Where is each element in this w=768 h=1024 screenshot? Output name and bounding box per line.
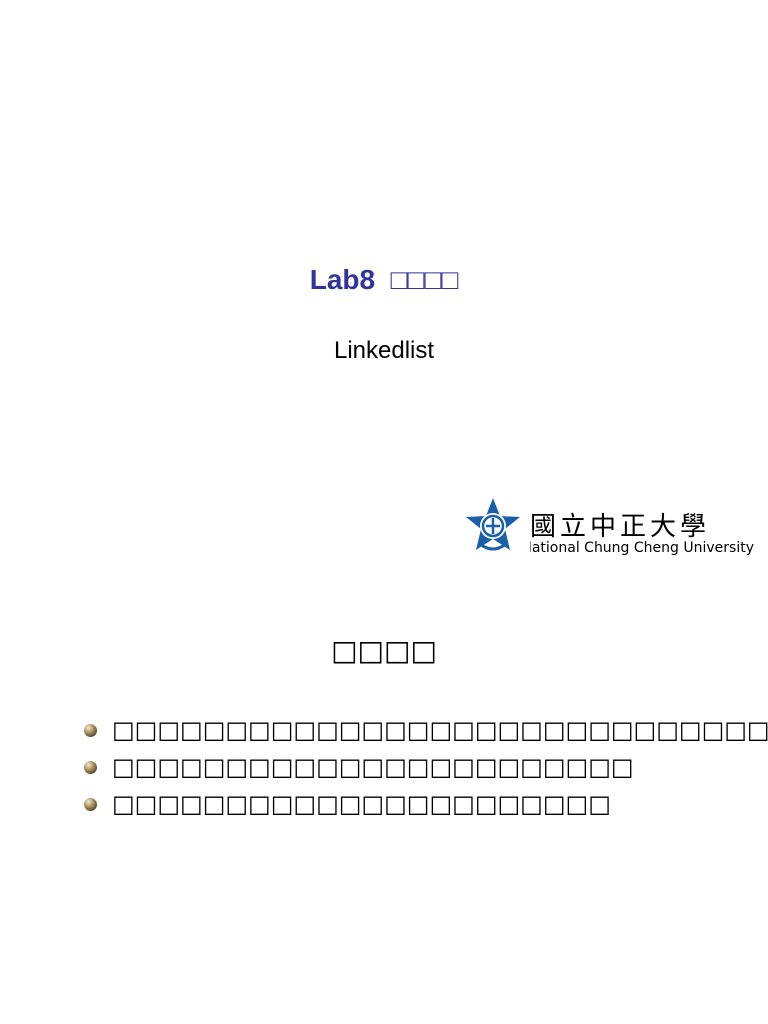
bullet-text: □□□□□□□□□□□□□□□□□□□□□□□ xyxy=(112,753,634,781)
bullet-icon xyxy=(84,724,97,737)
bullet-list: □□□□□□□□□□□□□□□□□□□□□□□□□□□□□□ □□□□□□□□□… xyxy=(82,712,768,823)
bullet-text: □□□□□□□□□□□□□□□□□□□□□□ xyxy=(112,790,611,818)
university-name-english: National Chung Cheng University xyxy=(530,540,754,556)
university-name-english-wrap: National Chung Cheng University xyxy=(530,540,760,560)
bullet-item: □□□□□□□□□□□□□□□□□□□□□□ xyxy=(82,786,768,823)
university-logo: 國立中正大學 National Chung Cheng University xyxy=(462,496,762,560)
slide-subtitle: Linkedlist xyxy=(333,337,435,364)
bullet-icon xyxy=(84,761,97,774)
bullet-item: □□□□□□□□□□□□□□□□□□□□□□□□□□□□□□ xyxy=(82,712,768,749)
university-emblem-icon xyxy=(466,498,520,551)
bullet-item: □□□□□□□□□□□□□□□□□□□□□□□ xyxy=(82,749,768,786)
university-name-chinese: 國立中正大學 xyxy=(530,512,711,542)
section-heading: □□□□ xyxy=(331,634,437,667)
slide-title: Lab8 □□□□ xyxy=(309,264,459,295)
bullet-icon xyxy=(84,798,97,811)
bullet-text: □□□□□□□□□□□□□□□□□□□□□□□□□□□□□□ xyxy=(112,716,768,744)
